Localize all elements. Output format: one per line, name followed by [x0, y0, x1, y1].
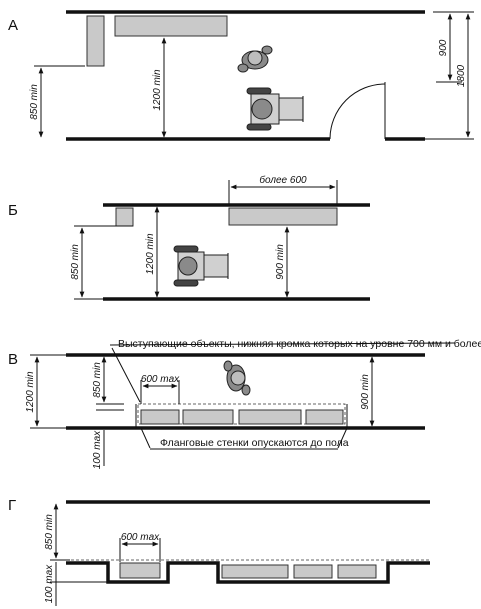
leader-line: [111, 347, 141, 403]
section-v: В Выступающие объекты, нижняя кромка кот…: [8, 338, 481, 469]
dim-600-g-label: 600 max: [121, 532, 160, 543]
leader-line: [140, 427, 151, 449]
section-a-letter: А: [8, 17, 18, 34]
wall-object-v-2: [182, 409, 234, 425]
wheelchair-user-icon: [246, 87, 304, 131]
wheelchair-user-icon: [173, 245, 229, 287]
wall-object-g-3: [293, 564, 333, 579]
dim-1200-v-label: 1200 min: [25, 371, 36, 413]
dim-1800-a-label: 1800: [456, 64, 467, 87]
wall-object-v-4: [305, 409, 344, 425]
door-swing-icon: [329, 82, 386, 140]
wall-object-g-4: [337, 564, 377, 579]
wall-bottom-g-recessed: [66, 561, 430, 584]
dim-850-b-label: 850 min: [70, 244, 81, 280]
dim-900-b-label: 900 min: [275, 244, 286, 280]
dim-850-a-label: 850 min: [29, 84, 40, 120]
wall-object-v-1: [140, 409, 180, 425]
section-g-letter: Г: [8, 497, 16, 514]
dim-850-g-label: 850 min: [44, 514, 55, 550]
dim-over600-b-label: более 600: [259, 174, 307, 186]
wall-object-g-1: [119, 562, 161, 579]
dim-850-v-label: 850 min: [92, 362, 103, 398]
dim-900-v-label: 900 min: [360, 374, 371, 410]
section-v-letter: В: [8, 351, 18, 368]
wall-object-b-small: [115, 207, 134, 227]
dim-600-v-label: 600 max: [141, 374, 180, 385]
dim-100-v-label: 100 max: [92, 430, 103, 469]
wall-object-a-large: [114, 15, 228, 37]
wall-object-v-3: [238, 409, 302, 425]
section-g: Г 600 max 850 min 100 max: [8, 497, 430, 606]
wall-object-b-large: [228, 207, 338, 226]
pedestrian-icon: [237, 45, 273, 73]
section-b: Б более 600 850 min 1200 min 900 min: [8, 174, 370, 301]
leader-line: [337, 427, 348, 449]
dim-100-g-label: 100 max: [44, 564, 55, 603]
note-bottom-v: Фланговые стенки опускаются до пола: [160, 437, 349, 449]
note-top-underline: [109, 342, 456, 346]
pedestrian-icon: [223, 360, 251, 396]
dim-900-a-label: 900: [438, 39, 449, 56]
wall-object-a-small: [86, 15, 105, 67]
dim-1200-b-label: 1200 min: [145, 233, 156, 275]
dim-1200-a-label: 1200 min: [152, 69, 163, 111]
wall-object-g-2: [221, 564, 289, 579]
section-a: А 850 min 1200 min 900 1800: [8, 10, 474, 141]
section-b-letter: Б: [8, 202, 18, 219]
